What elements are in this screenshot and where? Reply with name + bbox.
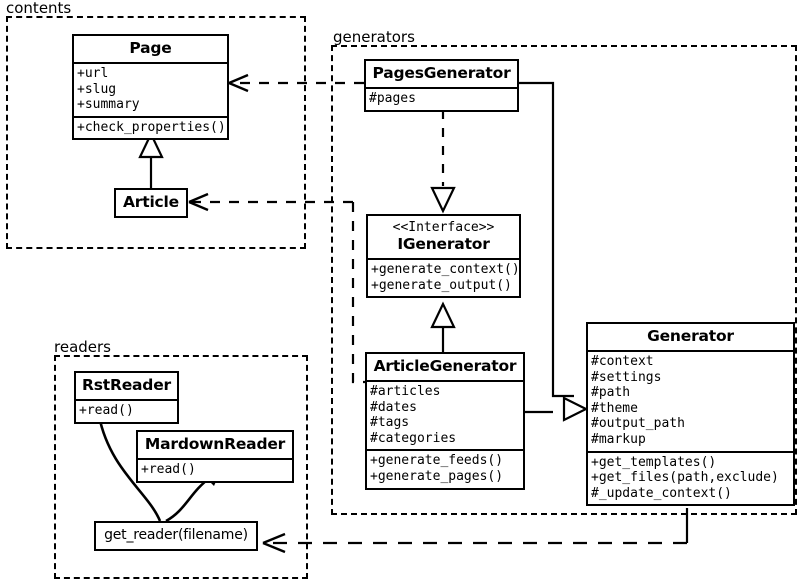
method: +get_templates(): [591, 454, 717, 470]
attribute: #output_path: [591, 416, 685, 432]
attribute: +slug: [77, 81, 117, 97]
method: +generate_output(): [371, 277, 512, 293]
package-frame-readers: [54, 355, 308, 579]
class-box-page[interactable]: Page +url +slug +summary +check_properti…: [72, 34, 229, 141]
method: +check_properties(): [77, 119, 226, 135]
attribute: #categories: [370, 430, 457, 446]
package-label-generators: generators: [331, 29, 418, 45]
method: +generate_feeds(): [370, 453, 504, 469]
class-attributes-generator: #context #settings #path #theme #output_…: [588, 350, 793, 451]
class-box-mardown-reader[interactable]: MardownReader +read(): [136, 430, 294, 483]
package-frame-generators: [331, 45, 797, 515]
class-title-generator: Generator: [647, 327, 734, 345]
attribute: #settings: [591, 369, 662, 385]
attribute: #articles: [370, 384, 441, 399]
package-label-readers: readers: [52, 339, 114, 355]
function-title-get-reader: get_reader(filename): [104, 527, 248, 543]
class-stereotype-igenerator: <<Interface>>: [392, 220, 495, 235]
attribute: #pages: [369, 91, 416, 106]
class-title-pages-generator: PagesGenerator: [372, 64, 511, 82]
function-box-get-reader[interactable]: get_reader(filename): [94, 521, 258, 551]
class-box-rst-reader[interactable]: RstReader +read(): [74, 371, 179, 424]
method: +read(): [141, 462, 196, 477]
class-title-article-generator: ArticleGenerator: [373, 357, 517, 375]
package-frame-contents: [6, 16, 306, 249]
class-methods-igenerator: +generate_context() +generate_output(): [368, 258, 520, 296]
attribute: #path: [591, 385, 631, 401]
class-attributes-article-generator: #articles #dates #tags #categories: [367, 380, 523, 449]
attribute: #tags: [370, 415, 410, 431]
class-title-page: Page: [129, 39, 172, 57]
attribute: +summary: [77, 97, 140, 113]
class-box-pages-generator[interactable]: PagesGenerator #pages: [364, 59, 519, 112]
class-title-rst-reader: RstReader: [82, 376, 171, 394]
class-box-article-generator[interactable]: ArticleGenerator #articles #dates #tags …: [365, 352, 525, 490]
class-methods-article-generator: +generate_feeds() +generate_pages(): [367, 449, 523, 487]
class-title-mardown-reader: MardownReader: [144, 435, 286, 453]
attribute: #dates: [370, 399, 417, 415]
method: +generate_pages(): [370, 468, 504, 484]
class-attributes-pages-generator: #pages: [366, 87, 517, 110]
class-box-igenerator[interactable]: <<Interface>> IGenerator +generate_conte…: [366, 214, 521, 299]
method: +generate_context(): [371, 262, 520, 277]
class-title-article: Article: [123, 193, 179, 211]
attribute: +url: [77, 66, 109, 81]
method: #_update_context(): [591, 485, 732, 501]
class-box-generator[interactable]: Generator #context #settings #path #them…: [586, 322, 795, 507]
class-box-article[interactable]: Article: [114, 188, 188, 218]
method: +read(): [79, 403, 134, 418]
class-name-igenerator: IGenerator: [397, 235, 490, 253]
class-methods-generator: +get_templates() +get_files(path,exclude…: [588, 450, 793, 505]
method: +get_files(path,exclude): [591, 470, 779, 486]
class-methods-page: +check_properties(): [74, 115, 227, 139]
package-label-contents: contents: [4, 0, 75, 16]
attribute: #theme: [591, 400, 638, 416]
attribute: #context: [591, 354, 654, 369]
class-methods-mardown-reader: +read(): [138, 458, 292, 481]
class-attributes-page: +url +slug +summary: [74, 62, 227, 116]
class-methods-rst-reader: +read(): [76, 399, 177, 422]
class-title-igenerator: <<Interface>> IGenerator: [368, 216, 519, 258]
attribute: #markup: [591, 431, 646, 447]
